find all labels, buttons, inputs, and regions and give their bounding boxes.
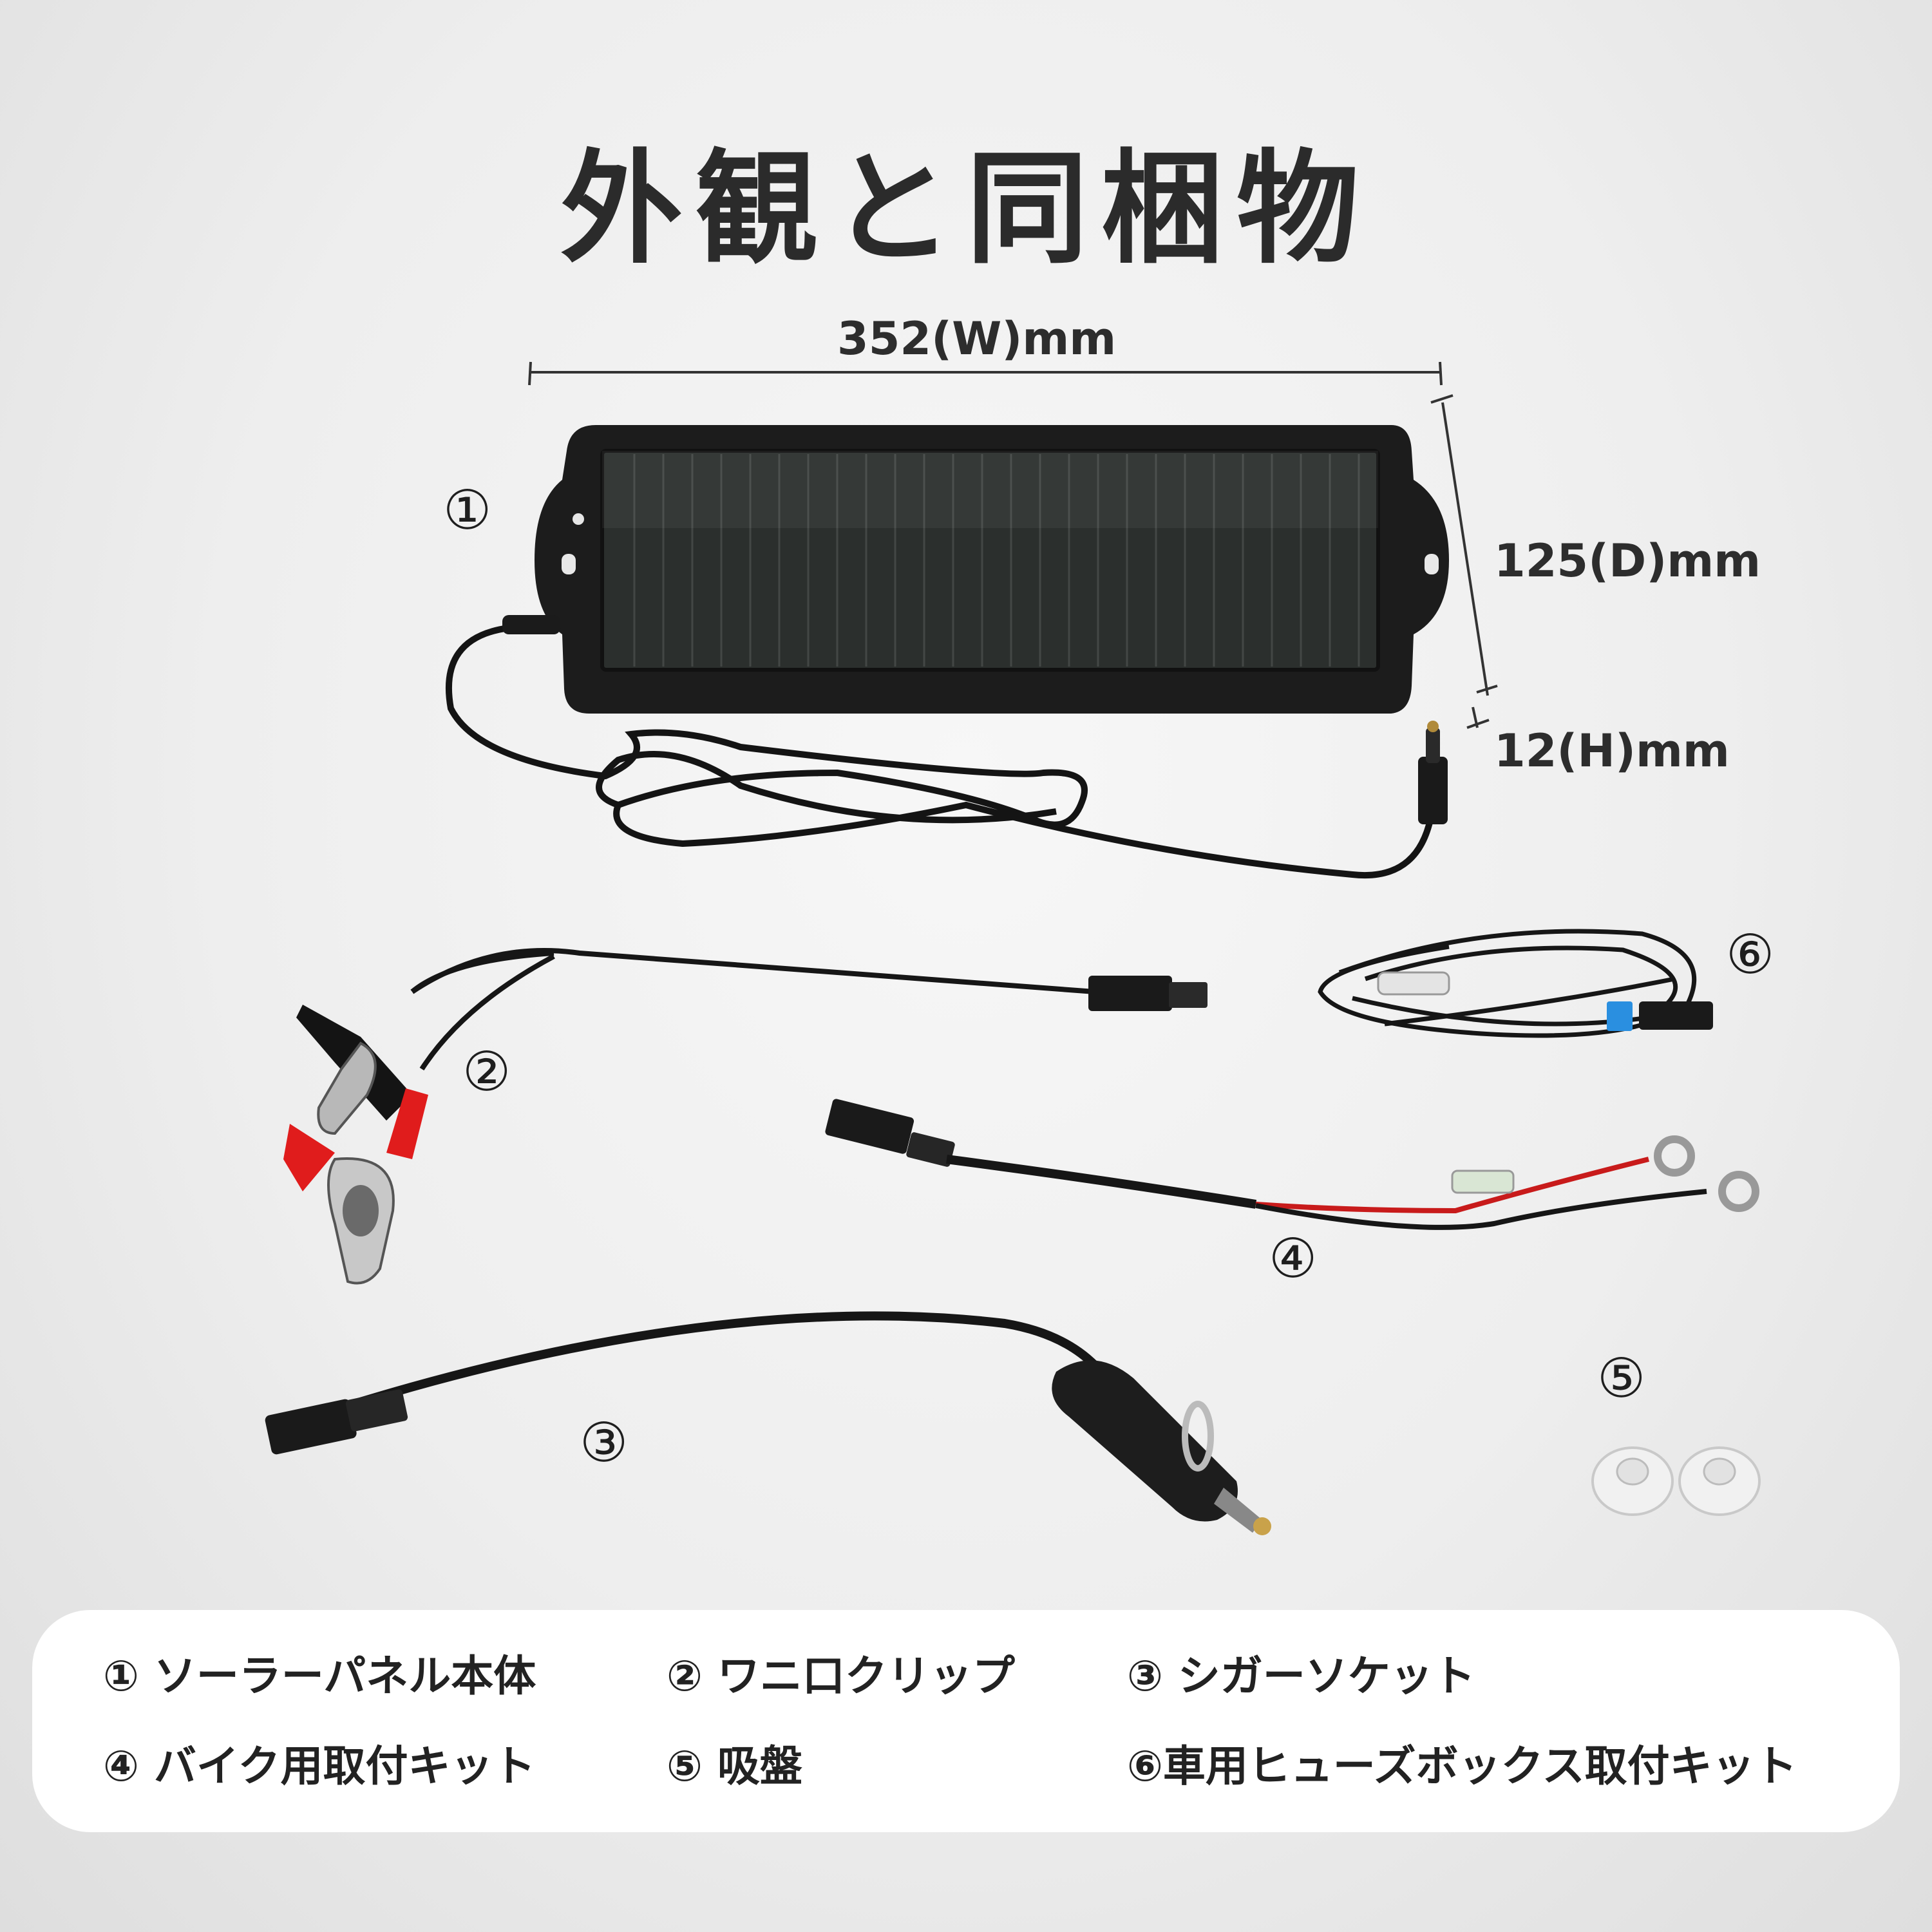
marker-1: ① [443,478,492,542]
motorcycle-kit-cable [825,1099,1759,1230]
legend-item-suction-cup: ⑤ 吸盤 [667,1741,802,1791]
page-title: 外観と同梱物 [560,138,1372,280]
solar-panel [445,425,1449,879]
depth-dimension: 125(D)mm [1494,535,1761,587]
legend-item-alligator-clip: ② ワニ口クリップ [667,1651,1015,1701]
dimension-lines [528,361,1498,729]
marker-6: ⑥ [1726,923,1775,986]
suction-cups [1591,1446,1761,1516]
cigarette-socket-cable [265,1311,1271,1535]
height-dimension: 12(H)mm [1494,724,1730,777]
marker-2: ② [462,1040,511,1103]
contents-legend: ① ソーラーパネル本体 ② ワニ口クリップ ③ シガーソケット ④ バイク用取付… [32,1610,1900,1832]
alligator-clip-cable [283,948,1208,1285]
fuse-box-kit-cable [1318,929,1713,1038]
marker-5: ⑤ [1597,1347,1646,1410]
marker-3: ③ [580,1411,629,1474]
legend-item-motorcycle-kit: ④ バイク用取付キット [103,1741,536,1791]
legend-item-cigarette-socket: ③ シガーソケット [1127,1651,1475,1701]
legend-item-solar-panel: ① ソーラーパネル本体 [103,1651,536,1701]
legend-item-fuse-box-kit: ⑥車用ヒューズボックス取付キット [1127,1741,1797,1791]
width-dimension: 352(W)mm [837,312,1117,365]
marker-4: ④ [1269,1227,1318,1290]
